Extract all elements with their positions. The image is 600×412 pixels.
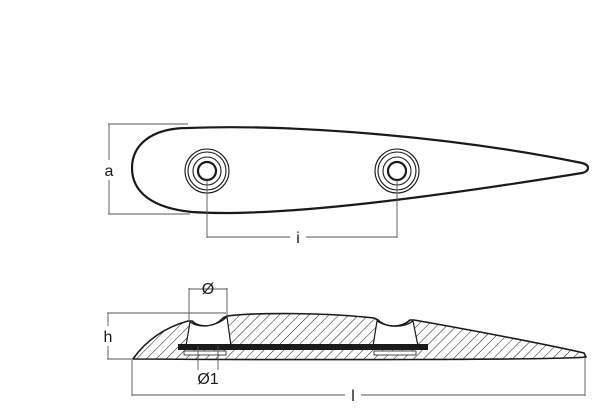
bolt-hole-right bbox=[374, 148, 420, 194]
bolt-recess-right bbox=[372, 319, 419, 347]
dimension-l: l bbox=[131, 358, 586, 405]
bolt-hole-left bbox=[184, 148, 230, 194]
mounting-strap bbox=[178, 344, 428, 350]
dimension-bolt-diameter-label: Ø1 bbox=[197, 371, 218, 388]
dimension-h-label: h bbox=[104, 329, 113, 346]
dimension-bolt-diameter: Ø1 bbox=[197, 346, 219, 388]
mounting-strap-slot-right bbox=[373, 350, 417, 356]
dimension-i-label: i bbox=[296, 230, 300, 247]
dimension-hole-diameter: Ø bbox=[188, 281, 228, 322]
anode-top-outline bbox=[130, 126, 590, 215]
top-view: a i bbox=[105, 123, 590, 247]
dimension-h: h bbox=[104, 312, 226, 360]
dimension-l-label: l bbox=[351, 388, 355, 405]
dimension-hole-diameter-label: Ø bbox=[202, 281, 214, 298]
dimension-a: a bbox=[105, 123, 190, 215]
side-view: Ø h Ø1 l bbox=[104, 281, 587, 405]
bolt-recess-left bbox=[185, 315, 232, 347]
dimension-i: i bbox=[206, 180, 398, 247]
dimension-a-label: a bbox=[105, 163, 114, 180]
mounting-strap-slot-left bbox=[183, 350, 227, 356]
